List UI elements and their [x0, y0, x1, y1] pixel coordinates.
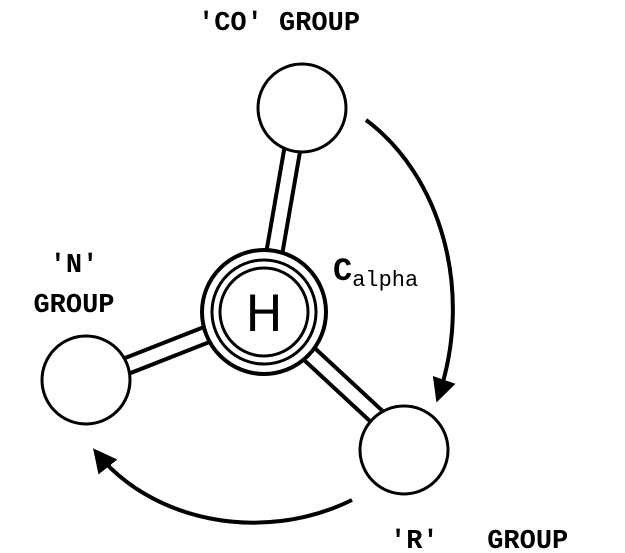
co-group-atom: [256, 62, 348, 154]
arrow-co-to-r: [364, 118, 456, 403]
c-alpha-subscript: alpha: [352, 268, 418, 293]
n-group-label-line2: GROUP: [33, 291, 114, 321]
arrow-r-to-n: [93, 448, 353, 525]
r-group-label: 'R' GROUP: [390, 527, 568, 553]
n-group-label-line1: 'N': [50, 251, 99, 281]
hydrogen-label: H: [245, 285, 283, 343]
c-alpha-main: C: [333, 253, 352, 290]
c-alpha-label: Calpha: [333, 253, 418, 293]
r-group-atom: [358, 404, 450, 496]
co-group-label: 'CO' GROUP: [198, 9, 360, 39]
alpha-carbon-atom: [200, 248, 328, 376]
n-group-atom: [40, 334, 132, 426]
